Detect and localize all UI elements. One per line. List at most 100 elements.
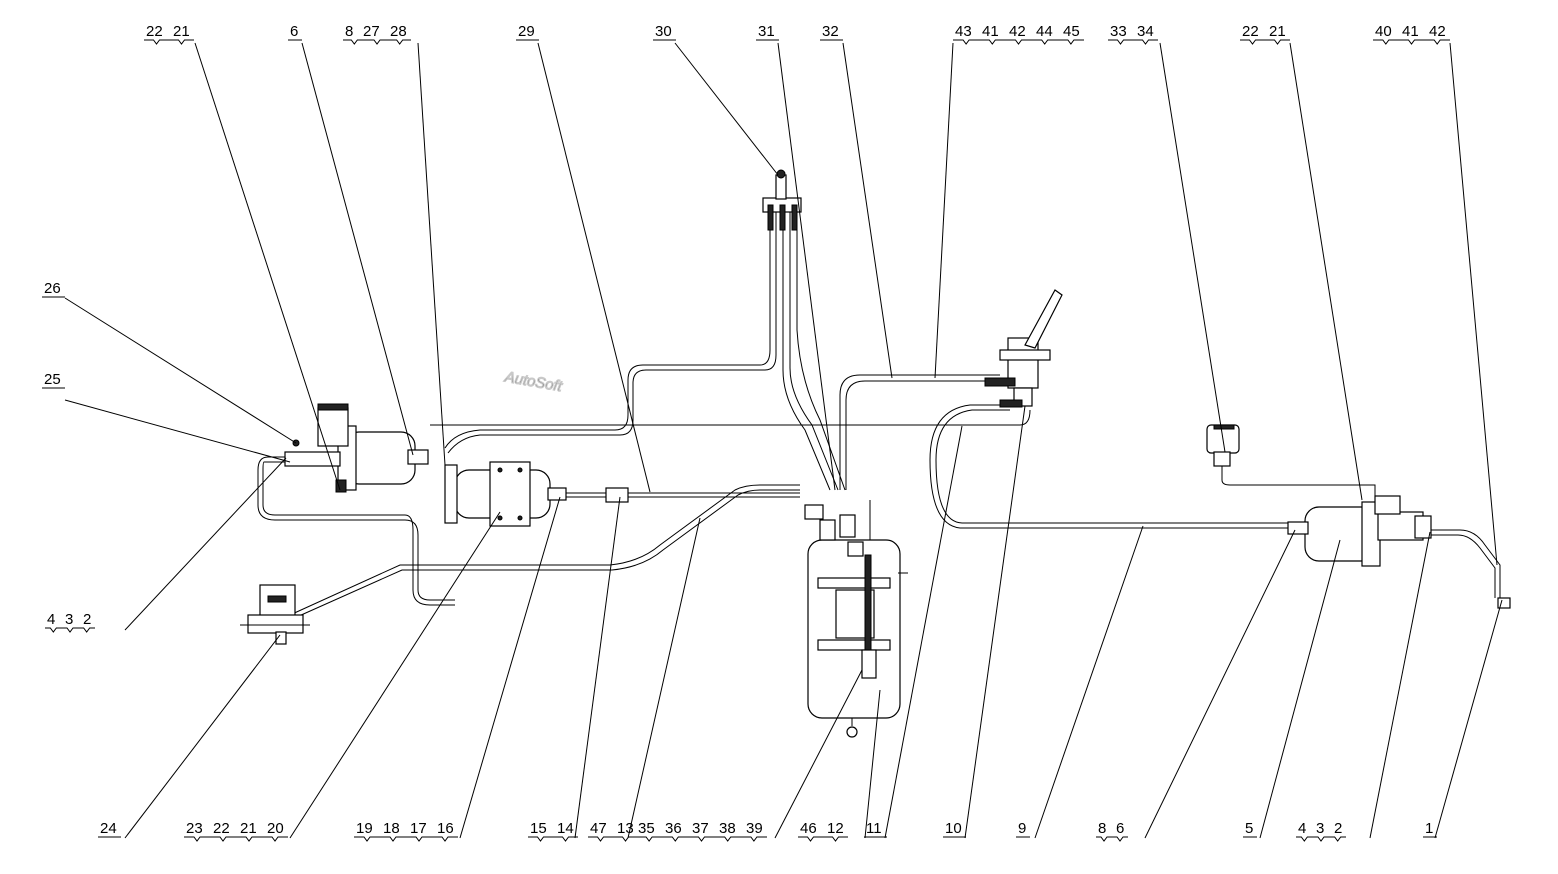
callout-number: 3 xyxy=(1316,820,1324,837)
callout-underline xyxy=(528,836,578,842)
callout-number: 17 xyxy=(410,820,427,837)
callout-underline xyxy=(354,836,458,842)
right-brake-chamber xyxy=(1287,495,1511,609)
callout-number: 18 xyxy=(383,820,400,837)
callout-number: 43 xyxy=(955,23,972,40)
callout-number: 2 xyxy=(1334,820,1342,837)
callout-number: 26 xyxy=(44,280,61,297)
callout-number: 47 xyxy=(590,820,607,837)
callout-s1: 26 xyxy=(42,280,65,298)
callout-underline xyxy=(1373,39,1450,45)
callout-number: 28 xyxy=(390,23,407,40)
callout-number: 39 xyxy=(746,820,763,837)
callout-t6: 31 xyxy=(756,23,779,41)
callout-number: 4 xyxy=(47,611,55,628)
callout-number: 25 xyxy=(44,371,61,388)
callout-underline xyxy=(144,39,194,45)
callout-number: 4 xyxy=(1298,820,1306,837)
callout-b8: 11 xyxy=(864,820,887,838)
callout-number: 6 xyxy=(290,23,298,40)
compressor-unit xyxy=(444,461,629,527)
callout-number: 9 xyxy=(1018,820,1026,837)
callout-number: 45 xyxy=(1063,23,1080,40)
callout-number: 30 xyxy=(655,23,672,40)
manifold-block xyxy=(762,169,802,231)
callout-b9: 10 xyxy=(943,820,966,838)
callout-number: 3 xyxy=(65,611,73,628)
callout-t7: 32 xyxy=(820,23,843,41)
callout-number: 8 xyxy=(345,23,353,40)
callout-number: 22 xyxy=(146,23,163,40)
callout-s2: 25 xyxy=(42,371,65,389)
brake-pedal-valve xyxy=(984,289,1063,408)
pipelines xyxy=(257,210,1501,621)
callout-t3: 8 27 28 xyxy=(343,23,411,45)
callout-number: 20 xyxy=(267,820,284,837)
callout-underline xyxy=(45,627,95,633)
callout-number: 16 xyxy=(437,820,454,837)
watermark: AutoSoft xyxy=(503,368,564,395)
callout-number: 14 xyxy=(557,820,574,837)
callout-b3: 19 18 17 16 xyxy=(354,820,458,842)
callout-number: 27 xyxy=(363,23,380,40)
callout-number: 24 xyxy=(100,820,117,837)
callout-t2: 6 xyxy=(288,23,302,41)
callout-b12: 5 xyxy=(1243,820,1257,838)
air-tank xyxy=(804,504,908,738)
callout-number: 1 xyxy=(1425,820,1433,837)
callout-number: 5 xyxy=(1245,820,1253,837)
callout-number: 42 xyxy=(1429,23,1446,40)
callout-underline xyxy=(1240,39,1290,45)
callout-t9: 33 34 xyxy=(1108,23,1158,45)
callout-underline xyxy=(953,39,1084,45)
callout-number: 34 xyxy=(1137,23,1154,40)
callout-t5: 30 xyxy=(653,23,676,41)
callout-b10: 9 xyxy=(1016,820,1030,838)
callout-number: 35 xyxy=(638,820,655,837)
callout-number: 44 xyxy=(1036,23,1053,40)
callout-number: 46 xyxy=(800,820,817,837)
callout-number: 38 xyxy=(719,820,736,837)
callout-t4: 29 xyxy=(516,23,539,41)
callout-t1: 22 21 xyxy=(144,23,194,45)
callout-number: 8 xyxy=(1098,820,1106,837)
callout-number: 40 xyxy=(1375,23,1392,40)
callout-number: 21 xyxy=(173,23,190,40)
callout-number: 10 xyxy=(945,820,962,837)
callout-number: 19 xyxy=(356,820,373,837)
callout-underline xyxy=(636,836,767,842)
callout-number: 41 xyxy=(982,23,999,40)
left-brake-chamber xyxy=(284,403,429,493)
callout-number: 21 xyxy=(240,820,257,837)
callout-b14: 1 xyxy=(1423,820,1437,838)
callout-underline xyxy=(588,836,638,842)
callout-number: 23 xyxy=(186,820,203,837)
callout-b5: 47 13 xyxy=(588,820,638,842)
right-relay-valve xyxy=(1206,424,1240,467)
callout-underline xyxy=(184,836,288,842)
callout-number: 32 xyxy=(822,23,839,40)
callout-underline xyxy=(1108,39,1158,45)
callout-number: 41 xyxy=(1402,23,1419,40)
callout-number: 33 xyxy=(1110,23,1127,40)
callout-b1: 24 xyxy=(98,820,121,838)
callout-number: 37 xyxy=(692,820,709,837)
callout-number: 13 xyxy=(617,820,634,837)
callout-underline xyxy=(1096,836,1128,842)
callout-number: 22 xyxy=(1242,23,1259,40)
callout-number: 11 xyxy=(866,820,882,837)
left-control-valve xyxy=(240,584,310,645)
callout-underline xyxy=(1296,836,1346,842)
callout-number: 2 xyxy=(83,611,91,628)
callout-underline xyxy=(798,836,848,842)
